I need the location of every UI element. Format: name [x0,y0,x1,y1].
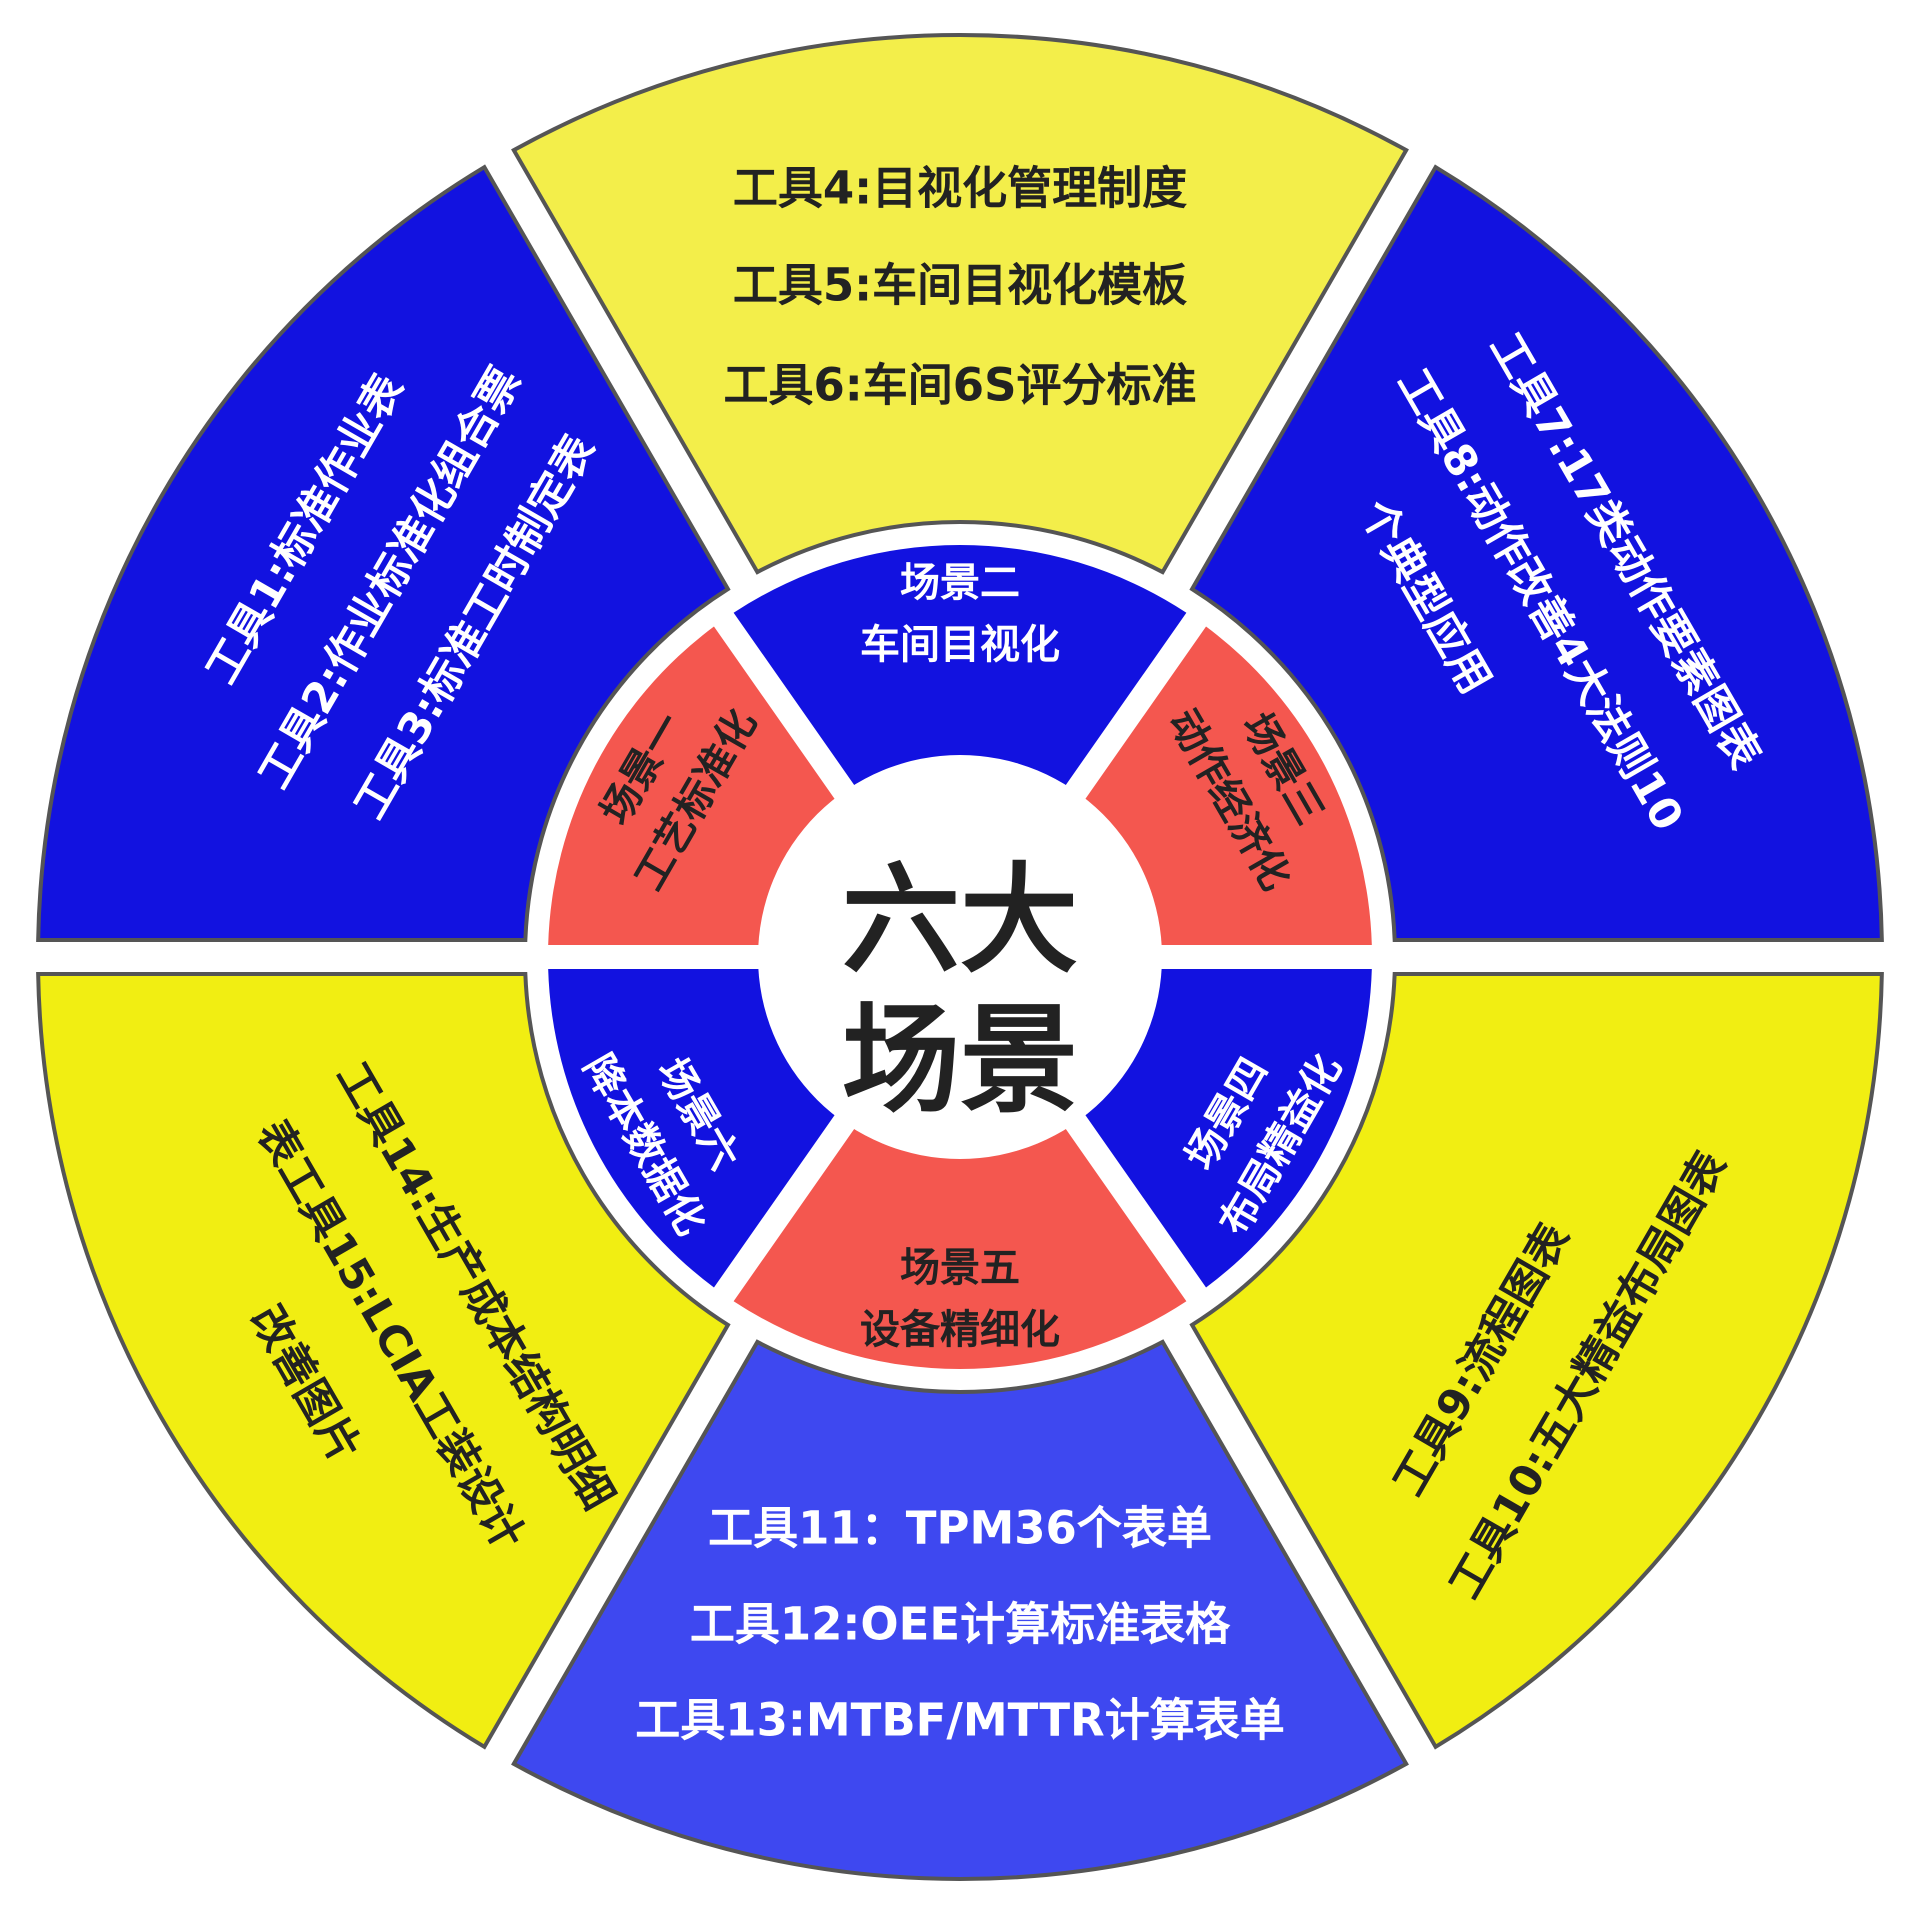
tools-sector-lower-right [1189,972,1884,1750]
scene-2-label: 场景二 车间目视化 [860,560,1060,668]
tools-top-text: 工具4:目视化管理制度 工具5:车间目视化模板 工具6:车间6S评分标准 [723,162,1196,412]
scene-sector-1 [548,626,836,945]
scene-sector-4 [1084,969,1372,1288]
center-title-line-2: 场景 [842,991,1078,1129]
scene-sector-3 [1084,626,1372,945]
svg-text:设备精细化: 设备精细化 [860,1307,1060,1353]
svg-text:工具4:目视化管理制度: 工具4:目视化管理制度 [733,162,1187,215]
svg-text:车间目视化: 车间目视化 [860,622,1060,668]
center-title-line-1: 六大 [842,851,1078,989]
center-disk [758,755,1162,1159]
tools-sector-lower-left [36,972,731,1750]
tools-sector-upper-right [1189,164,1884,942]
svg-text:工具11：TPM36个表单: 工具11：TPM36个表单 [708,1502,1212,1555]
tools-bottom-text: 工具11：TPM36个表单 工具12:OEE计算标准表格 工具13:MTBF/M… [635,1502,1284,1747]
scene-sector-2 [733,545,1187,787]
svg-text:工具5:车间目视化模板: 工具5:车间目视化模板 [733,259,1187,312]
svg-text:工具6:车间6S评分标准: 工具6:车间6S评分标准 [723,359,1196,412]
scene-5-label: 场景五 设备精细化 [860,1245,1060,1353]
svg-text:场景二: 场景二 [900,560,1020,606]
scene-sector-5 [733,1127,1187,1369]
svg-text:工具12:OEE计算标准表格: 工具12:OEE计算标准表格 [690,1598,1231,1651]
tools-sector-upper-left [36,164,731,942]
svg-text:场景五: 场景五 [900,1245,1020,1291]
tools-sector-bottom [511,1339,1409,1881]
svg-text:工具13:MTBF/MTTR计算表单: 工具13:MTBF/MTTR计算表单 [635,1694,1284,1747]
tools-sector-top [511,33,1409,575]
scene-sector-6 [548,969,836,1288]
